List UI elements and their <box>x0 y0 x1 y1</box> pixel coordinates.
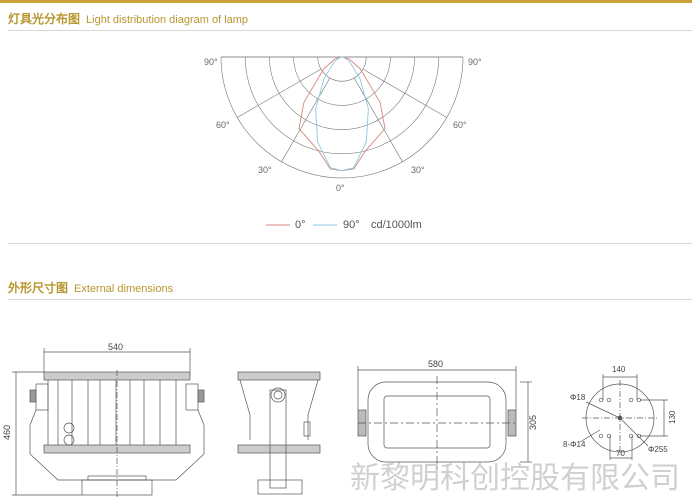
section-title-light-distribution: 灯具光分布图 Light distribution diagram of lamp <box>8 10 248 27</box>
polar-radial-line <box>237 68 322 118</box>
polar-radial-line <box>353 77 403 162</box>
title-cn: 外形尺寸图 <box>8 281 69 295</box>
angle-label-0: 0° <box>336 183 345 193</box>
title-en: External dimensions <box>74 283 174 295</box>
title-en: Light distribution diagram of lamp <box>86 14 249 26</box>
legend-label-90: 90° <box>343 219 360 231</box>
dim-flange-height: 130 <box>668 410 677 424</box>
dimension-drawings: 540 460 305 580 140 130 70 Φ18 8-Φ14 Φ25… <box>2 342 677 499</box>
angle-label-right-30: 30° <box>411 165 425 175</box>
title-cn: 灯具光分布图 <box>8 12 81 26</box>
angle-label-left-60: 60° <box>216 120 230 130</box>
legend-label-0: 0° <box>295 219 306 231</box>
polar-curves <box>298 56 386 172</box>
dim-flange-diameter: Φ255 <box>648 445 668 454</box>
divider <box>8 299 692 300</box>
curve-90deg <box>315 56 369 172</box>
dim-flange-bottom: 70 <box>616 449 625 458</box>
angle-label-left-90: 90° <box>204 57 218 67</box>
front-view-drawing <box>12 348 205 499</box>
polar-ring <box>244 56 440 155</box>
dim-hole-large: Φ18 <box>570 393 586 402</box>
polar-ring <box>220 56 464 179</box>
dim-plan-height: 305 <box>528 415 538 430</box>
divider <box>8 30 692 31</box>
polar-ring <box>317 56 367 82</box>
dim-flange-width: 140 <box>612 365 626 374</box>
divider <box>8 243 692 244</box>
polar-grid <box>220 56 464 179</box>
polar-ring <box>293 56 391 106</box>
watermark: 新黎明科创控股有限公司 <box>350 461 680 496</box>
legend-unit: cd/1000lm <box>371 219 422 231</box>
dim-front-height: 460 <box>2 425 12 440</box>
top-accent-bar <box>0 0 692 3</box>
polar-radial-line <box>281 77 331 162</box>
dim-holes-small: 8-Φ14 <box>563 440 586 449</box>
plan-view-drawing <box>357 366 532 470</box>
section-title-external-dimensions: 外形尺寸图 External dimensions <box>8 279 173 296</box>
angle-label-left-30: 30° <box>258 165 272 175</box>
side-view-drawing <box>237 371 321 495</box>
angle-label-right-60: 60° <box>453 120 467 130</box>
dim-front-width: 540 <box>108 342 123 352</box>
polar-ring <box>269 56 415 130</box>
angle-label-right-90: 90° <box>468 57 482 67</box>
light-distribution-chart: 90° 90° 60° 60° 30° 30° 0° 0° 90° cd/100… <box>204 56 482 231</box>
dim-plan-width: 580 <box>428 359 443 369</box>
flange-drawing <box>579 374 668 460</box>
polar-radial-line <box>362 68 447 118</box>
